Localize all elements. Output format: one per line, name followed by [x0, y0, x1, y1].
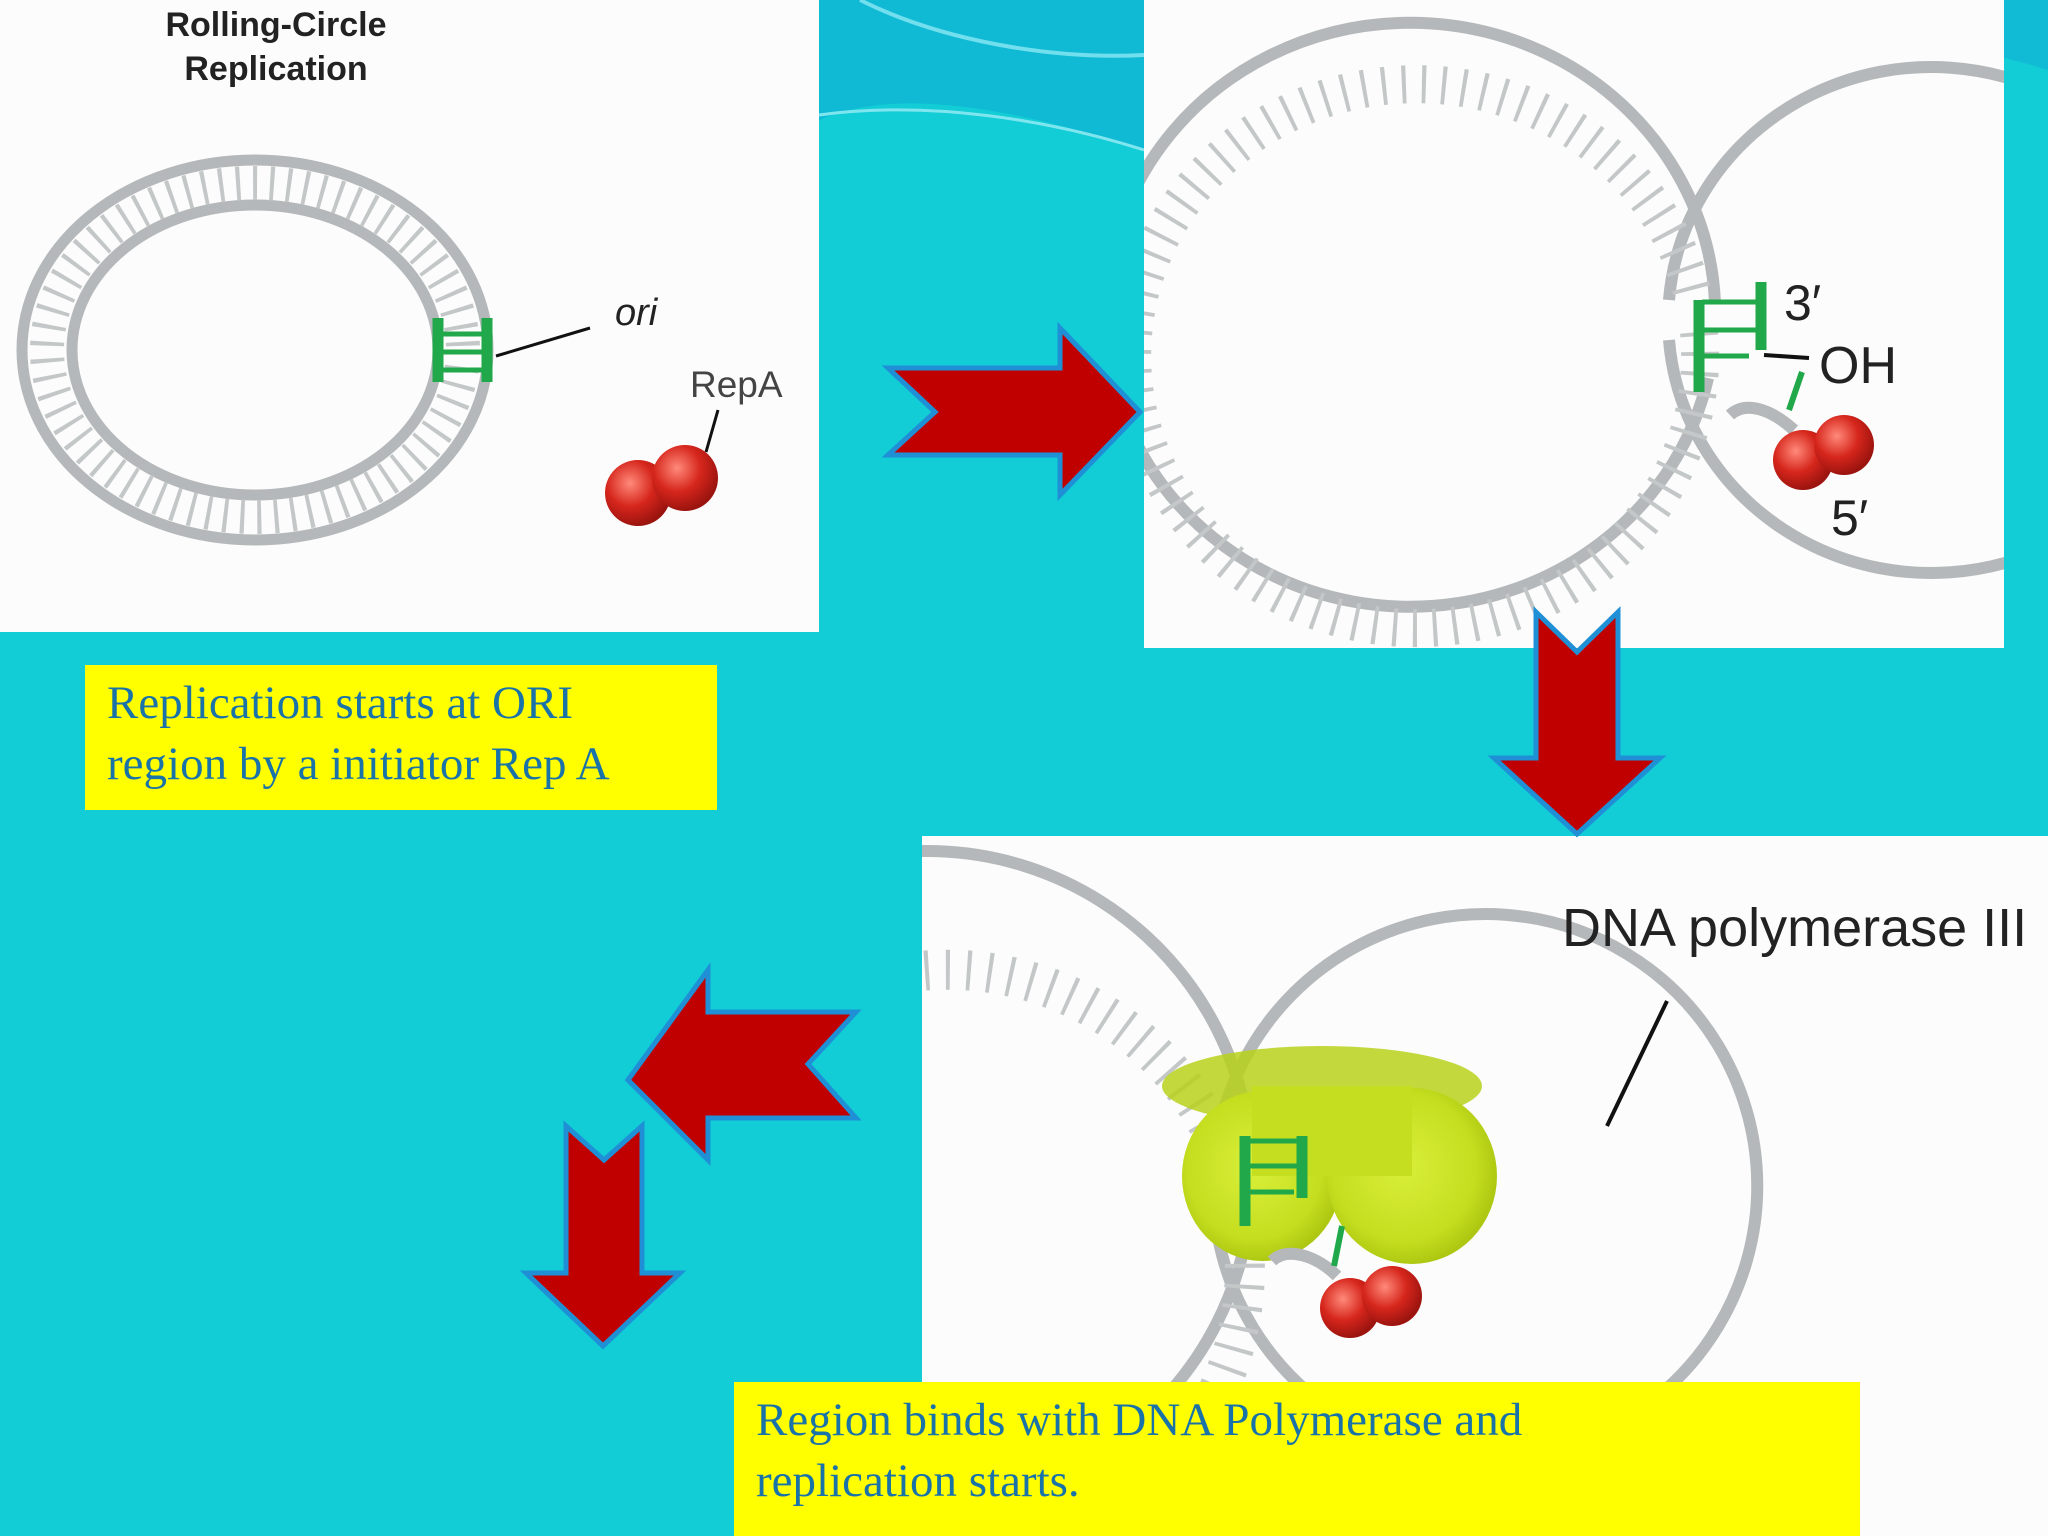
three-prime-label: 3′ [1784, 275, 1821, 331]
caption-initiation-line2: region by a initiator Rep A [107, 738, 610, 790]
panel1-diagram: Rolling-Circle Replication ori RepA [16, 6, 783, 546]
nick-ori-region [1693, 282, 1810, 392]
panel2-diagram: 3′ OH 5′ [1144, 16, 2004, 648]
five-prime-label: 5′ [1831, 490, 1868, 546]
five-prime-tail [1725, 401, 1799, 435]
polymerase-leader-line [1605, 1000, 1669, 1127]
polymerase-ori-region [1239, 1136, 1308, 1226]
nicked-plasmid-ring [1144, 16, 2004, 648]
repa-protein [605, 445, 718, 526]
repa-leader-line [704, 409, 720, 453]
caption-initiation-line1: Replication starts at ORI [107, 677, 573, 729]
oh-label: OH [1819, 337, 1897, 395]
panel-rolling-circle-initiation: Rolling-Circle Replication ori RepA [0, 0, 819, 632]
ori-leader-line [495, 326, 591, 358]
ori-region [432, 318, 493, 382]
ori-label: ori [615, 292, 659, 334]
repa-label: RepA [690, 364, 783, 405]
caption-polymerase: Region binds with DNA Polymerase and rep… [734, 1382, 1860, 1536]
panel1-title-line2: Replication [184, 50, 367, 88]
caption-initiation: Replication starts at ORI region by a in… [85, 665, 717, 810]
dna-polymerase-complex [1162, 1046, 1497, 1264]
caption-polymerase-line2: replication starts. [756, 1455, 1080, 1507]
caption-polymerase-line1: Region binds with DNA Polymerase and [756, 1394, 1523, 1446]
repa-link-3 [1331, 1225, 1345, 1267]
repa-link [1786, 371, 1805, 411]
plasmid-dna-ring [16, 154, 494, 546]
bound-repa-protein [1773, 415, 1874, 490]
repa-protein-3 [1320, 1266, 1422, 1338]
panel1-title-line1: Rolling-Circle [165, 6, 386, 44]
panel-repa-nick: 3′ OH 5′ [1144, 0, 2004, 648]
polymerase-label: DNA polymerase III [1562, 898, 2027, 958]
displaced-tail [1267, 1247, 1342, 1281]
